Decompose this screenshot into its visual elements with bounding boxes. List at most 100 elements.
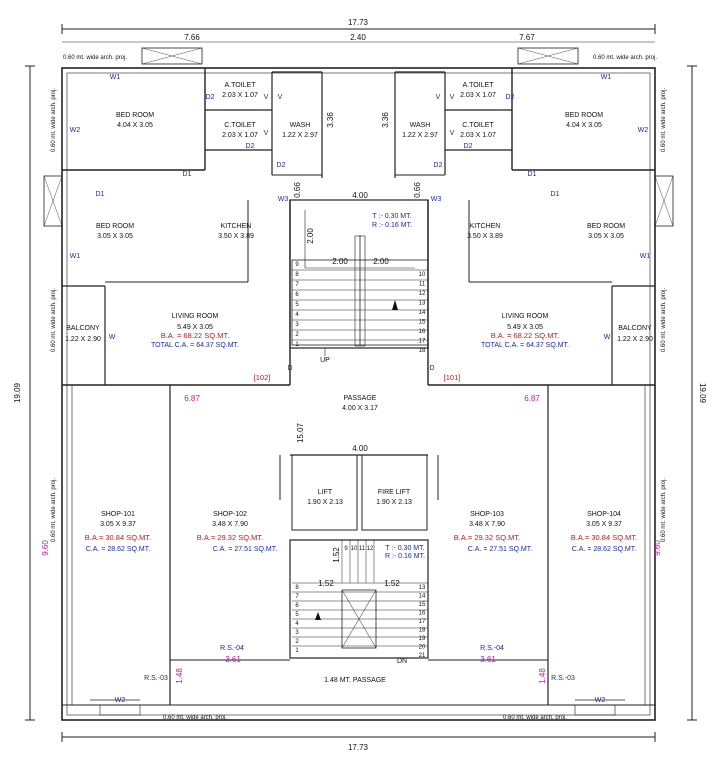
left-balcony-name: BALCONY: [66, 325, 100, 332]
stair-step-number: 21: [419, 653, 426, 659]
door-d1-left-b: D1: [96, 191, 105, 198]
rs03-right-value: 1.48: [538, 668, 547, 684]
stair-step-number: 14: [419, 594, 426, 600]
shop-103-ca: C.A. = 27.51 SQ.MT.: [468, 546, 532, 553]
right-wash-name: WASH: [410, 122, 431, 129]
right-ctoilet-size: 2.03 X 1.07: [460, 132, 496, 139]
dim-lower-stair-2: 1.52: [384, 579, 400, 588]
left-bedroom2-size: 3.05 X 3.05: [97, 233, 133, 240]
stair-step-number: 10: [419, 272, 426, 278]
left-living-ca: TOTAL C.A. = 64.37 SQ.MT.: [151, 342, 239, 349]
left-ctoilet-name: C.TOILET: [224, 122, 256, 129]
fire-lift-name: FIRE LIFT: [378, 489, 411, 496]
stair-step-number: 14: [419, 310, 426, 316]
stair-step-number: 9: [344, 546, 348, 552]
stair-step-number: 11: [359, 546, 366, 552]
left-kitchen-name: KITCHEN: [221, 223, 252, 230]
stair-step-number: 20: [419, 645, 426, 651]
proj-side-right-2: 0.60 mt. wide arch. proj.: [661, 288, 667, 352]
lower-stair-tread: T :- 0.30 MT.: [385, 545, 424, 552]
proj-side-right-3: 0.60 mt. wide arch. proj.: [661, 478, 667, 542]
right-balcony-size: 1.22 X 2.90: [617, 336, 653, 343]
stair-step-number: 12: [419, 291, 426, 297]
rs03-left-value: 1.48: [175, 668, 184, 684]
stair-step-number: 8: [295, 585, 299, 591]
door-d1-left-a: D1: [183, 171, 192, 178]
right-bedroom1-name: BED ROOM: [565, 112, 603, 119]
door-d-right: D: [429, 365, 434, 372]
stair-step-number: 10: [351, 546, 358, 552]
proj-side-left-2: 0.60 mt. wide arch. proj.: [51, 288, 57, 352]
left-atoilet-name: A.TOILET: [225, 82, 257, 89]
shop-104-ca: C.A. = 28.62 SQ.MT.: [572, 546, 636, 553]
proj-side-left-3: 0.60 mt. wide arch. proj.: [51, 478, 57, 542]
door-d2-left-a: D2: [206, 94, 215, 101]
rs03-right-label: R.S.-03: [551, 675, 575, 682]
right-atoilet-name: A.TOILET: [463, 82, 495, 89]
right-living-name: LIVING ROOM: [502, 313, 549, 320]
left-living-size: 5.49 X 3.05: [177, 324, 213, 331]
vent-left-c: V: [264, 130, 269, 137]
right-living-ba: B.A. = 68.22 SQ.MT.: [491, 331, 560, 340]
stair-step-number: 6: [295, 292, 299, 298]
flat-102-label: [102]: [254, 373, 271, 382]
stair-step-number: 17: [419, 619, 426, 625]
door-d2-right-a: D2: [506, 94, 515, 101]
stair-step-number: 15: [419, 320, 426, 326]
proj-bottom-right: 0.60 mt. wide arch. proj.: [503, 715, 567, 721]
shop-104-name: SHOP-104: [587, 511, 621, 518]
left-living-ba: B.A. = 68.22 SQ.MT.: [161, 331, 230, 340]
stair-step-number: 16: [419, 329, 426, 335]
window-w2-bottom-right: W2: [595, 697, 606, 704]
door-d2-left-wash: D2: [277, 162, 286, 169]
vent-left-a: V: [264, 94, 269, 101]
window-w2-left: W2: [70, 127, 81, 134]
dim-right-wing: 7.67: [519, 33, 535, 42]
dim-wash-left: 3.36: [326, 112, 335, 128]
rs04-right-value: 3.61: [480, 655, 496, 664]
window-w1-right-top: W1: [601, 74, 612, 81]
right-bedroom1-size: 4.04 X 3.05: [566, 122, 602, 129]
proj-side-right-1: 0.60 mt. wide arch. proj.: [661, 88, 667, 152]
stair-step-number: 6: [295, 603, 299, 609]
stair-step-number: 7: [295, 282, 299, 288]
right-living-size: 5.49 X 3.05: [507, 324, 543, 331]
stair-step-number: 12: [367, 546, 374, 552]
window-w1-right: W1: [640, 253, 651, 260]
door-d1-right-a: D1: [528, 171, 537, 178]
shop-101-size: 3.05 X 9.37: [100, 521, 136, 528]
stair-step-number: 16: [419, 611, 426, 617]
lower-stair-riser: R :- 0.16 MT.: [385, 553, 425, 560]
lift-size: 1.90 X 2.13: [307, 499, 343, 506]
overall-height-right: 19.09: [698, 383, 707, 404]
stair-step-number: 3: [295, 322, 299, 328]
proj-side-left-1: 0.60 mt. wide arch. proj.: [51, 88, 57, 152]
shop-102-ca: C.A. = 27.51 SQ.MT.: [213, 546, 277, 553]
stair-step-number: 5: [295, 302, 299, 308]
shop-101-ba: B.A.= 30.84 SQ.MT.: [85, 533, 152, 542]
shop-103: SHOP-103 3.48 X 7.90 B.A.= 29.32 SQ.MT. …: [454, 511, 532, 553]
shop-102: SHOP-102 3.48 X 7.90 B.A.= 29.32 SQ.MT. …: [197, 511, 277, 553]
left-bedroom2-name: BED ROOM: [96, 223, 134, 230]
stair-step-number: 13: [419, 585, 426, 591]
left-kitchen-size: 3.50 X 3.89: [218, 233, 254, 240]
stair-step-number: 18: [419, 348, 426, 354]
vent-right-wash: V: [436, 94, 441, 101]
window-w3-right: W3: [431, 196, 442, 203]
shop-103-name: SHOP-103: [470, 511, 504, 518]
left-bedroom1-size: 4.04 X 3.05: [117, 122, 153, 129]
vent-left-wash: V: [278, 94, 283, 101]
upper-stair-tread: T :- 0.30 MT.: [372, 213, 411, 220]
stair-direction-arrow: [392, 300, 398, 310]
shop-102-size: 3.48 X 7.90: [212, 521, 248, 528]
left-wash-name: WASH: [290, 122, 311, 129]
dim-shop104-h: 9.60: [653, 540, 662, 556]
proj-bottom-left: 0.60 mt. wide arch. proj.: [163, 715, 227, 721]
stair-step-number: 11: [419, 282, 426, 288]
left-bedroom1-name: BED ROOM: [116, 112, 154, 119]
left-balcony-size: 1.22 X 2.90: [65, 336, 101, 343]
